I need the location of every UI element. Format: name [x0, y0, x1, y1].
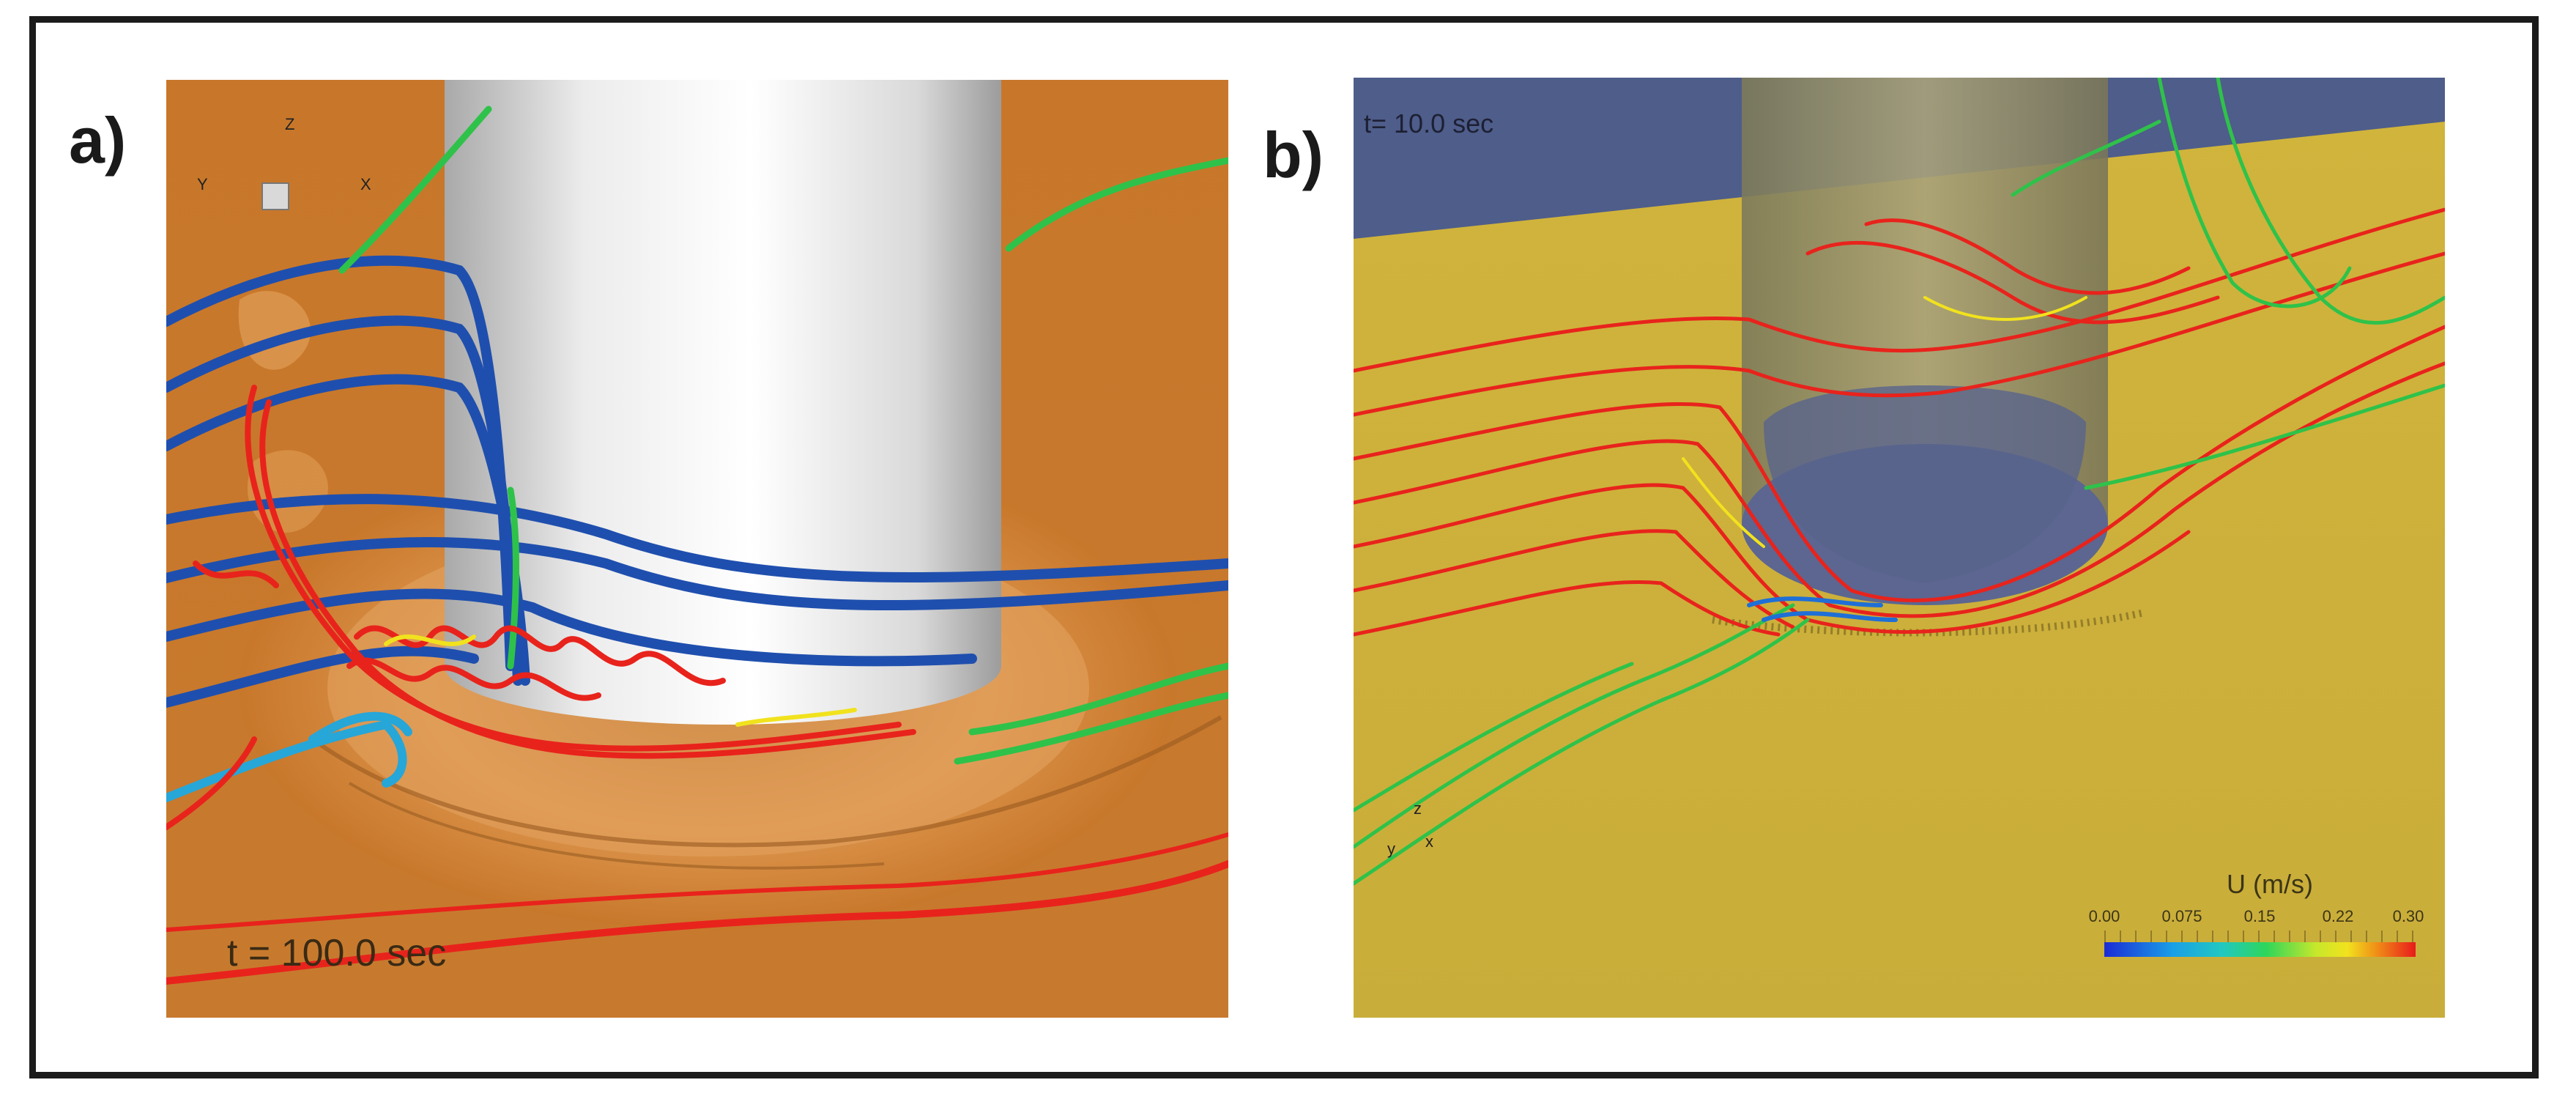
axis-z-label-a: Z	[285, 115, 295, 133]
axis-z-label-b: z	[1414, 799, 1422, 818]
horseshoe-vortex-a	[166, 385, 1228, 985]
axis-x-label-b: x	[1425, 832, 1433, 851]
colorbar-tick-label: 0.22	[2322, 907, 2354, 925]
axis-triad-cube-a	[261, 182, 289, 210]
colorbar-tick-label: 0.30	[2392, 907, 2424, 925]
panel-b-label: b)	[1263, 119, 1324, 191]
axis-y-label-b: y	[1387, 840, 1395, 858]
panel-b-scene	[1354, 78, 2445, 1018]
panel-a-image: Z Y X t = 100.0 sec	[166, 80, 1228, 1018]
colorbar-title: U (m/s)	[2227, 869, 2313, 899]
panel-a-scene	[166, 80, 1228, 1018]
axis-x-label-a: X	[360, 175, 371, 193]
panel-a-label: a)	[69, 104, 127, 177]
colorbar-tick-label: 0.00	[2088, 907, 2120, 925]
colorbar-tick-label: 0.075	[2161, 907, 2202, 925]
colorbar	[2104, 942, 2416, 957]
streamlines-blue-b	[1747, 596, 1898, 622]
panel-a-time: t = 100.0 sec	[227, 932, 447, 974]
figure-frame: a)	[29, 16, 2539, 1078]
panel-b-time: t= 10.0 sec	[1364, 108, 1494, 138]
streamlines-green-a	[338, 106, 1228, 765]
streamlines-red-b	[1354, 207, 2445, 637]
colorbar-ticks	[2104, 930, 2416, 942]
axis-y-label-a: Y	[197, 175, 208, 193]
panel-b-image: t= 10.0 sec z y x U (m/s) 0.00 0.075 0.1…	[1354, 78, 2445, 1018]
colorbar-tick-label: 0.15	[2243, 907, 2276, 925]
streamlines-green-b	[1354, 78, 2445, 886]
